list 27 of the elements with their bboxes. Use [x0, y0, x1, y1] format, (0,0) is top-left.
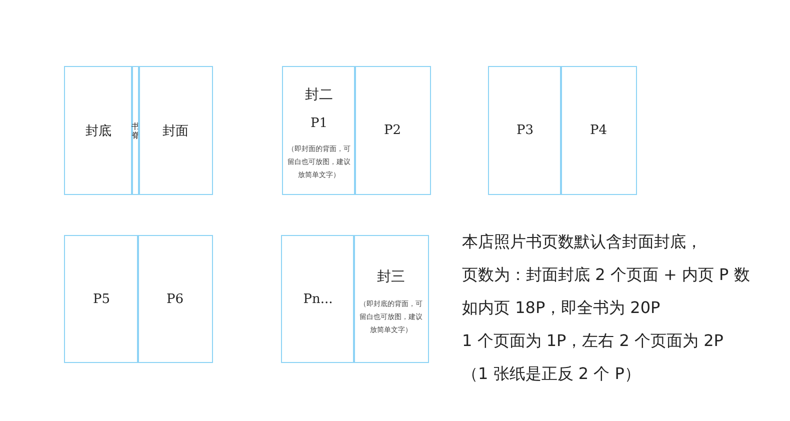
page-label: 封面	[162, 122, 188, 140]
page-panel	[138, 66, 213, 195]
page-panel	[353, 235, 429, 363]
page-title: 封二	[305, 86, 333, 104]
page-panel	[64, 235, 139, 363]
page-panel	[64, 66, 133, 195]
page-panel	[137, 235, 213, 363]
page-label: 封底	[86, 122, 112, 140]
page-label: P6	[166, 292, 184, 306]
note-text: 页数为：封面封底 2 个页面 + 内页 P 数	[462, 265, 750, 286]
note-text: 本店照片书页数默认含封面封底，	[462, 232, 702, 253]
note-text: 如内页 18P，即全书为 20P	[462, 298, 660, 319]
page-label: P5	[92, 292, 110, 306]
page-panel	[560, 66, 637, 195]
page-title: 封三	[377, 268, 405, 286]
page-panel	[354, 66, 431, 195]
page-label: P4	[590, 123, 608, 138]
spine-panel	[131, 66, 140, 195]
page-label: P1	[310, 116, 328, 130]
page-label: P3	[516, 123, 534, 138]
note-text: 1 个页面为 1P，左右 2 个页面为 2P	[462, 331, 724, 352]
page-label: Pn...	[303, 292, 333, 306]
page-panel	[281, 235, 355, 363]
page-panel	[282, 66, 356, 195]
note-text: （1 张纸是正反 2 个 P）	[462, 364, 640, 385]
page-panel	[488, 66, 562, 195]
page-label: P2	[384, 123, 402, 138]
